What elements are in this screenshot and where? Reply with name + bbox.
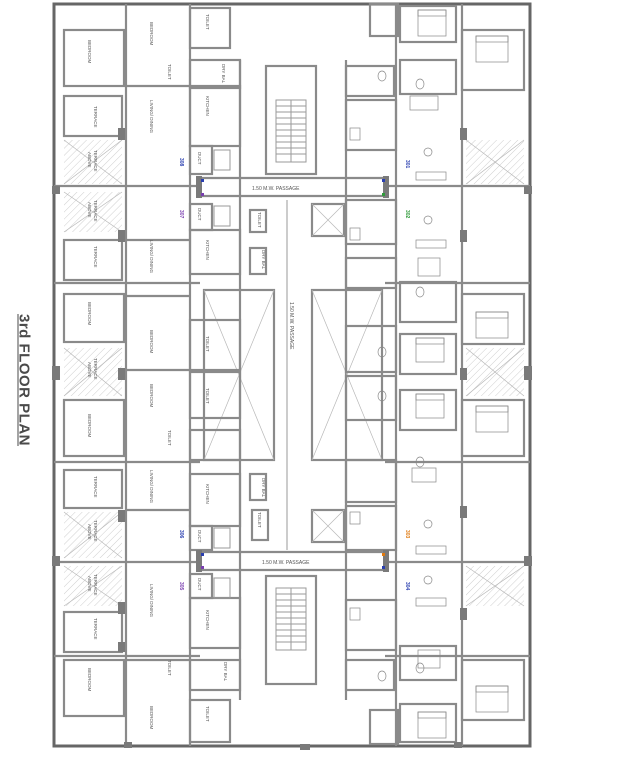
room-label-kitchen: KITCHEN (205, 96, 210, 116)
room-label-bedroom: BEDROOM (87, 668, 92, 692)
unit-number-308: 308 (178, 158, 184, 167)
passages (200, 176, 385, 572)
room-label-duct: DUCT (197, 152, 202, 165)
room-label-terrace: TERRACE (93, 476, 98, 498)
unit-number-306: 306 (178, 530, 184, 539)
unit-number-301: 301 (404, 160, 410, 169)
furniture (349, 9, 509, 739)
room-label-terrace: TERRACE (93, 618, 98, 640)
room-label-bedroom: BEDROOM (149, 22, 154, 46)
door-markers (201, 179, 385, 569)
room-label-above: ABOVE (87, 576, 92, 592)
room-label-kitchen: KITCHEN (205, 610, 210, 630)
room-label-terrace: TERRACE (93, 358, 98, 380)
unit-number-305: 305 (178, 582, 184, 591)
room-label-bedroom: BEDROOM (149, 706, 154, 730)
passage-label-bottom: 1.50 M.W. PASSAGE (262, 560, 310, 566)
room-label-kitchen: KITCHEN (205, 240, 210, 260)
room-label-toilet: TOILET (205, 14, 210, 30)
room-label-above: ABOVE (87, 524, 92, 540)
room-label-bedroom: BEDROOM (149, 384, 154, 408)
outer-walls (52, 2, 532, 748)
unit-numbers: 301 302 303 304 305 306 307 308 (178, 158, 410, 591)
room-label-living-dining: LIVING/ DINING (149, 470, 154, 504)
left-partitions (62, 6, 242, 744)
core (202, 64, 384, 686)
room-label-terrace: TERRACE (93, 200, 98, 222)
passage-labels: 1.50 M.W. PASSAGE 1.50 M.W. PASSAGE 1.50… (252, 186, 310, 566)
room-label-above: ABOVE (87, 202, 92, 218)
room-label-toilet: TOILET (257, 212, 262, 228)
unit-number-303: 303 (404, 530, 410, 539)
terrace-above-panels (63, 139, 525, 607)
room-label-terrace: TERRACE (93, 106, 98, 128)
room-label-living-dining: LIVING/ DINING (149, 240, 154, 274)
room-label-toilet: TOILET (205, 388, 210, 404)
room-label-toilet: TOILET (257, 512, 262, 528)
columns (52, 128, 532, 750)
room-label-toilet: TOILET (205, 336, 210, 352)
passage-label-top: 1.50 M.W. PASSAGE (252, 186, 300, 192)
floor-plan-title: 3rd FLOOR PLAN (15, 313, 33, 447)
unit-number-302: 302 (404, 210, 410, 219)
room-label-toilet: TOILET (167, 430, 172, 446)
room-label-living-dining: LIVING/ DINING (149, 100, 154, 134)
room-label-terrace: TERRACE (93, 520, 98, 542)
room-label-toilet: TOILET (167, 660, 172, 676)
right-partitions (344, 2, 526, 746)
room-label-above: ABOVE (87, 362, 92, 378)
room-label-above: ABOVE (87, 152, 92, 168)
room-label-dry-bal: DRY BAL (221, 64, 226, 84)
room-label-dry-bal: DRY BAL (223, 662, 228, 682)
room-label-dry-bal: DRY BAL (261, 478, 266, 498)
floor-plan-title-container: 3rd FLOOR PLAN (4, 300, 44, 460)
unit-number-304: 304 (404, 582, 410, 591)
room-label-bedroom: BEDROOM (87, 40, 92, 64)
room-label-duct: DUCT (197, 578, 202, 591)
room-label-terrace: TERRACE (93, 150, 98, 172)
room-label-dry-bal: DRY BAL (261, 250, 266, 270)
unit-number-307: 307 (178, 210, 184, 219)
room-label-duct: DUCT (197, 208, 202, 221)
room-label-toilet: TOILET (205, 706, 210, 722)
room-label-terrace: TERRACE (93, 574, 98, 596)
room-label-terrace: TERRACE (93, 246, 98, 268)
room-label-bedroom: BEDROOM (149, 330, 154, 354)
room-label-toilet: TOILET (167, 64, 172, 80)
room-label-living-dining: LIVING/ DINING (149, 584, 154, 618)
room-label-duct: DUCT (197, 530, 202, 543)
room-label-kitchen: KITCHEN (205, 484, 210, 504)
passage-label-vertical: 1.50 M.W. PASSAGE (288, 302, 294, 350)
room-label-bedroom: BEDROOM (87, 414, 92, 438)
room-label-bedroom: BEDROOM (87, 302, 92, 326)
room-labels: BEDROOM BEDROOM BEDROOM BEDROOM BEDROOM … (87, 14, 266, 730)
